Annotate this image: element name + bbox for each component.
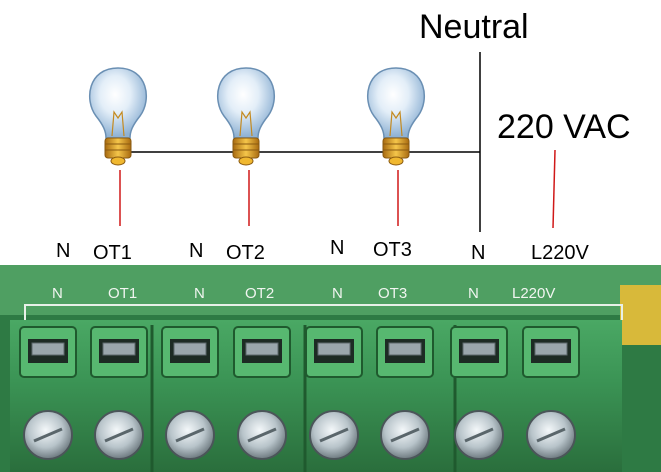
silk-n-4: N <box>468 285 479 302</box>
silk-l220v: L220V <box>512 285 556 302</box>
terminal-slot <box>522 326 580 460</box>
terminal-slot <box>376 326 434 460</box>
light-bulb-icon <box>367 67 425 166</box>
silk-n-1: N <box>52 285 63 302</box>
voltage-label: 220 VAC <box>497 108 631 146</box>
terminal-slot <box>90 326 148 460</box>
label-ot1: OT1 <box>93 242 132 264</box>
silk-ot2: OT2 <box>245 285 275 302</box>
light-bulb-icon <box>217 67 275 166</box>
label-n-1: N <box>56 240 71 262</box>
label-ot2: OT2 <box>226 242 265 264</box>
wiring-diagram <box>89 52 556 232</box>
silk-ot1: OT1 <box>108 285 138 302</box>
light-bulb-icon <box>89 67 147 166</box>
label-n-2: N <box>189 240 204 262</box>
wire-l220v <box>552 149 556 229</box>
terminal-slots <box>19 326 580 460</box>
silk-ot3: OT3 <box>378 285 408 302</box>
neutral-label: Neutral <box>419 8 529 46</box>
silk-n-2: N <box>194 285 205 302</box>
label-n-4: N <box>471 242 486 264</box>
terminal-slot <box>233 326 291 460</box>
terminal-slot <box>19 326 77 460</box>
silk-n-3: N <box>332 285 343 302</box>
label-l220v: L220V <box>531 242 589 264</box>
terminal-slot <box>305 326 363 460</box>
label-n-3: N <box>330 237 345 259</box>
terminal-slot <box>161 326 219 460</box>
terminal-slot <box>450 326 508 460</box>
label-ot3: OT3 <box>373 239 412 261</box>
